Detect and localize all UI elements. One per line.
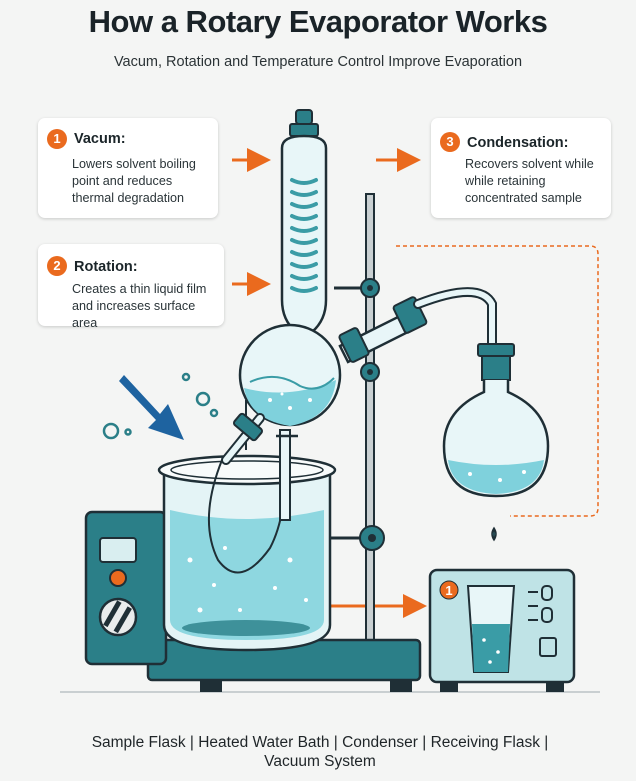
pump-vent-icon (539, 637, 557, 657)
heater-control-unit (84, 510, 168, 666)
page-subtitle: Vacum, Rotation and Temperature Control … (113, 54, 523, 70)
pump-badge: 1 (445, 583, 452, 598)
rod-clamps (330, 278, 385, 551)
step-2-badge: 2 (47, 256, 67, 276)
condensation-card: 3 Condensation: Recovers solvent while w… (431, 118, 611, 218)
flask-neck-clamp (221, 412, 298, 465)
condensation-text: Recovers solvent while while retaining c… (465, 157, 594, 205)
rotation-heading: Rotation: (74, 259, 138, 275)
condensation-heading: Condensation: (467, 135, 569, 151)
rotation-card: 2 Rotation: Creates a thin liquid film a… (38, 244, 224, 330)
base-foot-left (200, 680, 222, 692)
step-3-badge: 3 (440, 132, 460, 152)
receiving-flask (442, 343, 550, 542)
rotation-motor (338, 287, 497, 364)
condenser (280, 109, 328, 353)
blue-arrow-icon (119, 375, 184, 440)
base-foot-right (390, 680, 412, 692)
vacuum-card: 1 Vacum: Lowers solvent boiling point an… (38, 118, 218, 218)
vacuum-pump: 1 (428, 568, 576, 692)
support-rod (365, 193, 375, 645)
vacuum-text: Lowers solvent boiling point and reduces… (72, 157, 196, 205)
equipment-caption: Sample Flask | Heated Water Bath | Conde… (91, 734, 549, 770)
rotation-text: Creates a thin liquid film and increases… (72, 282, 207, 330)
droplet-icon (491, 526, 497, 542)
dashed-route-line (396, 245, 599, 517)
vapor-duct (279, 429, 291, 521)
heater-display (99, 537, 137, 563)
step-1-badge: 1 (47, 129, 67, 149)
vacuum-heading: Vacum: (74, 131, 126, 147)
heated-water-bath (157, 454, 337, 652)
bubbles-icon (102, 372, 219, 440)
page-title: How a Rotary Evaporator Works (88, 4, 548, 39)
heater-indicator-light (109, 569, 127, 587)
evaporating-flask (238, 323, 342, 427)
